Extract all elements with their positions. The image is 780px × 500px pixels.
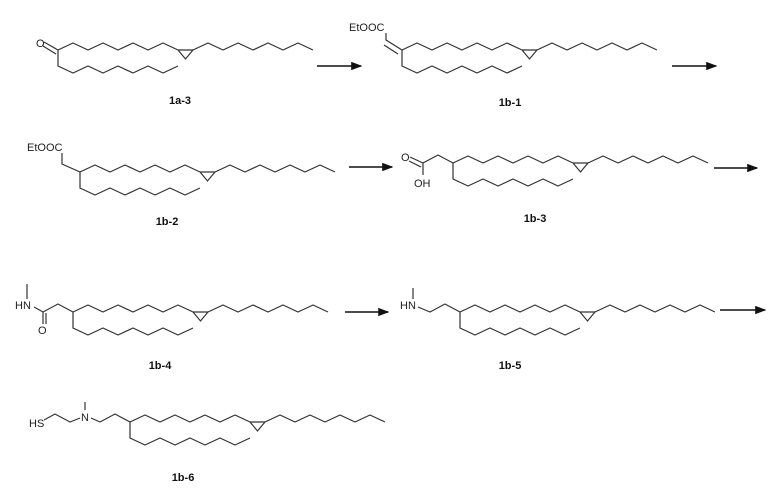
amine-bonds-1b-6 [91, 414, 130, 422]
chain-upper-1b-3 [453, 156, 573, 163]
compound-label-1b-5: 1b-5 [499, 360, 522, 372]
chain-lower-1a-3 [58, 50, 178, 73]
compound-label-1b-1: 1b-1 [499, 97, 522, 109]
cyclopropane-ring-1b-6 [250, 422, 265, 431]
atom-o-1b-4: O [38, 325, 47, 337]
cyclopropane-ring-1a-3 [178, 50, 193, 59]
atom-oh-1b-3: OH [414, 178, 431, 190]
ester-ch2-1b-2 [62, 153, 80, 172]
compound-label-1b-6: 1b-6 [172, 472, 195, 484]
chain-tail-1b-5 [595, 305, 715, 312]
chain-tail-1b-6 [265, 415, 385, 422]
compound-label-1b-2: 1b-2 [156, 216, 179, 228]
chain-upper-1b-2 [80, 165, 200, 172]
cyclopropane-ring-1b-5 [580, 312, 595, 321]
cyclopropane-ring-1b-4 [193, 312, 208, 321]
chain-lower-1b-5 [460, 312, 580, 335]
carbonyl-bond-1a-3 [44, 42, 58, 50]
cyclopropane-ring-1b-3 [573, 163, 588, 172]
chain-upper-1a-3 [58, 43, 178, 50]
cyclopropane-ring-1b-1 [522, 50, 537, 59]
chain-tail-1b-2 [215, 165, 335, 172]
chain-upper-1b-1 [402, 43, 522, 50]
acid-bonds-1b-3 [423, 155, 453, 175]
atom-hn-1b-5: HN [400, 300, 416, 312]
chain-lower-1b-2 [80, 172, 200, 195]
chain-lower-1b-3 [453, 163, 573, 186]
chain-tail-1a-3 [193, 43, 313, 50]
chain-tail-1b-1 [537, 43, 657, 50]
chain-tail-1b-4 [208, 305, 328, 312]
chain-upper-1b-5 [460, 305, 580, 312]
atom-n-1b-6: N [81, 412, 89, 424]
thiol-bonds-1b-6 [44, 414, 80, 422]
chain-tail-1b-3 [588, 156, 708, 163]
atom-hn-1b-4: HN [15, 300, 31, 312]
amine-bonds-1b-5 [418, 304, 460, 312]
atom-o-1b-3: O [401, 152, 410, 164]
compound-label-1b-4: 1b-4 [149, 360, 173, 372]
atom-ester-1b-2: EtOOC [27, 142, 63, 154]
chain-lower-1b-1 [402, 50, 522, 73]
chain-lower-1b-6 [130, 422, 250, 445]
amide-bonds-1b-4 [34, 304, 73, 312]
chain-lower-1b-4 [73, 312, 193, 335]
atom-o-1a-3: O [36, 38, 45, 50]
chain-upper-1b-4 [73, 305, 193, 312]
compound-label-1a-3: 1a-3 [169, 95, 191, 107]
chain-upper-1b-6 [130, 415, 250, 422]
atom-ester-1b-1: EtOOC [349, 22, 385, 34]
atom-hs-1b-6: HS [29, 418, 44, 430]
cyclopropane-ring-1b-2 [200, 172, 215, 181]
compound-label-1b-3: 1b-3 [524, 213, 547, 225]
